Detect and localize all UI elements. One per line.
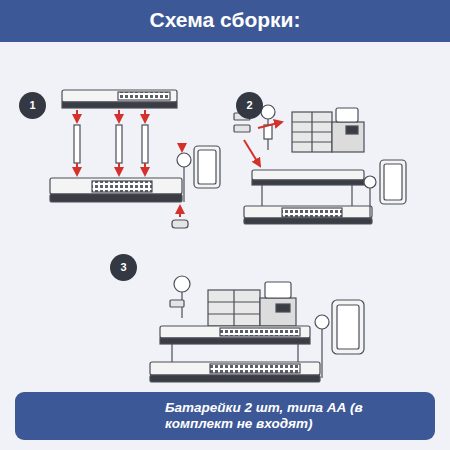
callout-number: 2	[236, 92, 263, 119]
step-number: 1	[19, 92, 46, 119]
step-number: 3	[110, 254, 137, 281]
callout-number: 1	[19, 92, 46, 119]
callout-number: 3	[110, 254, 137, 281]
page-title: Схема сборки:	[0, 0, 450, 42]
step-number: 2	[236, 92, 263, 119]
battery-note: Батарейки 2 шт, типа АА (в комплект не в…	[15, 392, 435, 440]
note-text: Батарейки 2 шт, типа АА (в комплект не в…	[165, 400, 365, 432]
